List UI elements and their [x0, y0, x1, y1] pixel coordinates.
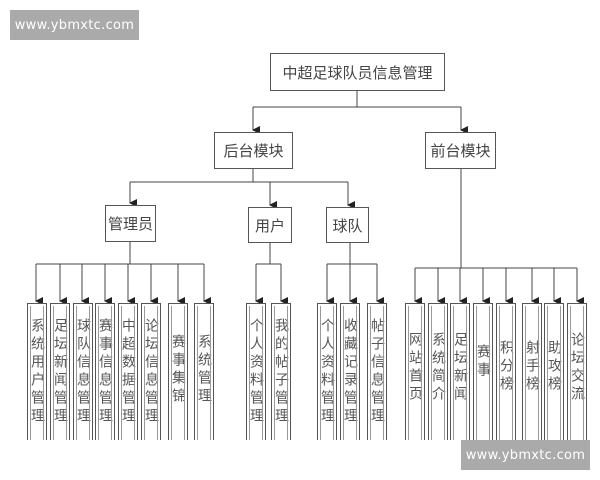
- leaf-label: 论坛信息管理: [143, 318, 159, 426]
- leaf-node: 赛事: [473, 303, 493, 440]
- leaf-node: 系统简介: [428, 303, 448, 440]
- leaf-node: 论坛信息管理: [141, 303, 161, 440]
- leaf-node: 赛事集锦: [168, 303, 188, 440]
- leaf-node: 球队信息管理: [73, 303, 93, 440]
- leaf-node: 积分榜: [496, 303, 516, 440]
- leaf-node: 中超数据管理: [118, 303, 138, 440]
- role-node-user: 用户: [248, 207, 292, 243]
- leaf-label: 个人资料管理: [319, 318, 335, 426]
- leaf-node: 助攻榜: [544, 303, 564, 440]
- leaf-node: 帖子信息管理: [367, 303, 387, 440]
- watermark-bottom: www.ybmxtc.com: [461, 440, 590, 470]
- leaf-node: 射手榜: [522, 303, 542, 440]
- leaf-label: 中超数据管理: [120, 318, 136, 426]
- leaf-label: 球队信息管理: [75, 318, 91, 426]
- leaf-node: 个人资料管理: [317, 303, 337, 440]
- leaf-label: 足坛新闻管理: [52, 318, 68, 426]
- leaf-node: 足坛新闻: [450, 303, 470, 440]
- backend-module-node: 后台模块: [214, 132, 293, 169]
- leaf-label: 赛事集锦: [170, 334, 186, 406]
- leaf-label: 帖子信息管理: [369, 318, 385, 426]
- leaf-node: 论坛交流: [567, 303, 587, 440]
- leaf-node: 系统用户管理: [27, 303, 47, 440]
- leaf-label: 论坛交流: [569, 332, 585, 404]
- leaf-label: 积分榜: [498, 340, 514, 394]
- leaf-node: 足坛新闻管理: [50, 303, 70, 440]
- leaf-node: 收藏记录管理: [340, 303, 360, 440]
- leaf-label: 系统简介: [430, 332, 446, 404]
- leaf-label: 收藏记录管理: [342, 318, 358, 426]
- leaf-label: 我的帖子管理: [273, 318, 289, 426]
- leaf-node: 网站首页: [405, 303, 425, 440]
- frontend-module-node: 前台模块: [425, 132, 496, 169]
- leaf-label: 助攻榜: [546, 340, 562, 394]
- leaf-label: 赛事: [475, 344, 491, 380]
- leaf-label: 网站首页: [407, 332, 423, 404]
- leaf-label: 足坛新闻: [452, 332, 468, 404]
- leaf-label: 系统管理: [196, 334, 212, 406]
- leaf-label: 个人资料管理: [248, 318, 264, 426]
- role-node-team: 球队: [326, 207, 369, 243]
- leaf-node: 个人资料管理: [246, 303, 266, 440]
- leaf-label: 射手榜: [524, 340, 540, 394]
- leaf-node: 赛事信息管理: [95, 303, 115, 440]
- root-node: 中超足球队员信息管理: [270, 53, 445, 91]
- watermark-top: www.ybmxtc.com: [10, 10, 139, 40]
- leaf-label: 赛事信息管理: [97, 318, 113, 426]
- leaf-node: 我的帖子管理: [271, 303, 291, 440]
- leaf-node: 系统管理: [194, 303, 214, 440]
- role-node-admin: 管理员: [105, 205, 156, 242]
- leaf-label: 系统用户管理: [29, 318, 45, 426]
